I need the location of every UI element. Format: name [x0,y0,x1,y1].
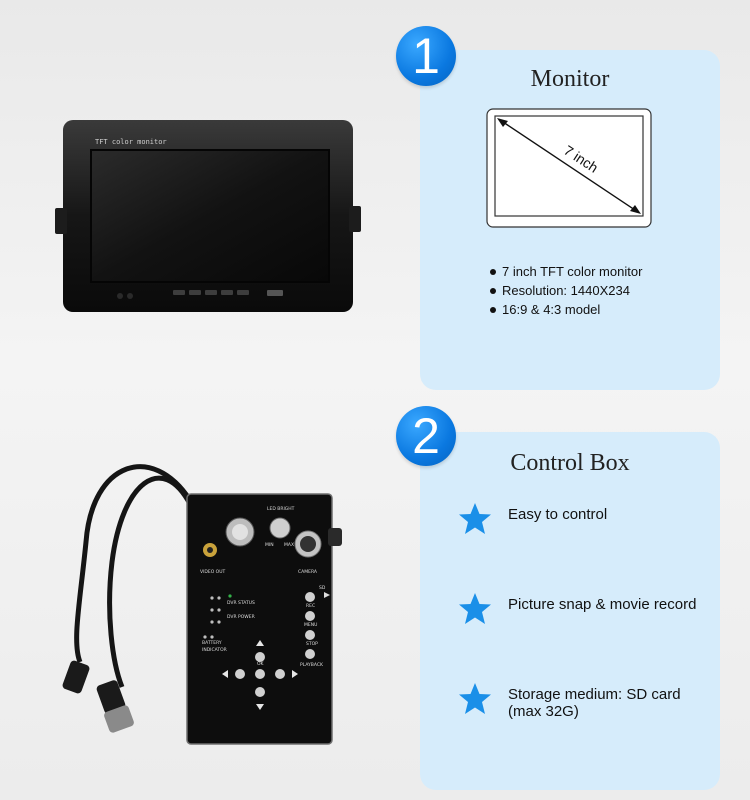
monitor-spec-list: 7 inch TFT color monitor Resolution: 144… [490,262,642,319]
feature-text: Storage medium: SD card (max 32G) [508,686,681,720]
monitor-size-diagram: 7 inch [486,108,652,228]
led-bright-label: LED BRIGHT [267,506,295,512]
menu-label: MENU [304,622,317,628]
star-icon [459,683,491,714]
playback-label: PLAYBACK [300,662,324,668]
monitor-brand-label: TFT color monitor [95,138,167,146]
feature-item: Picture snap & movie record [458,592,728,626]
battery-label: BATTERY [202,640,222,646]
feature-item: Easy to control [458,502,718,536]
spec-text: Resolution: 1440X234 [502,283,630,298]
monitor-photo: TFT color monitor [55,120,361,312]
feature-text: Easy to control [508,506,608,523]
spec-text: 7 inch TFT color monitor [502,264,643,279]
control-box-panel: Control Box Easy to control Picture snap… [420,432,720,790]
star-icon [459,503,491,534]
bullet-dot-icon [490,306,496,313]
monitor-title: Monitor [530,66,610,92]
indicator-label: INDICATOR [202,647,227,653]
control-box-photo: VIDEO OUT CAMERA LED BRIGHT MIN MAX DVR … [62,464,342,745]
list-item: 16:9 & 4:3 model [490,300,642,319]
max-label: MAX [284,542,294,548]
control-box-title: Control Box [510,450,630,476]
feature-text: Picture snap & movie record [508,596,697,613]
section-number-badge-2: 2 [396,406,456,466]
ok-label: OK [257,661,265,667]
camera-label: CAMERA [298,569,318,575]
star-icon [459,593,491,624]
stop-label: STOP [306,641,318,647]
dvr-status-label: DVR STATUS [227,600,255,606]
min-label: MIN [265,542,274,548]
section-number-badge-1: 1 [396,26,456,86]
dvr-power-label: DVR POWER [227,614,255,620]
video-out-label: VIDEO OUT [200,569,226,575]
sd-label: SD [319,585,326,591]
spec-text: 16:9 & 4:3 model [502,302,601,317]
rec-label: REC [306,603,315,609]
bullet-dot-icon [490,268,496,275]
list-item: Resolution: 1440X234 [490,281,642,300]
bullet-dot-icon [490,287,496,294]
monitor-panel: Monitor 7 inch 7 inch TFT color monitor … [420,50,720,390]
feature-item: Storage medium: SD card (max 32G) [458,682,708,720]
list-item: 7 inch TFT color monitor [490,262,642,281]
